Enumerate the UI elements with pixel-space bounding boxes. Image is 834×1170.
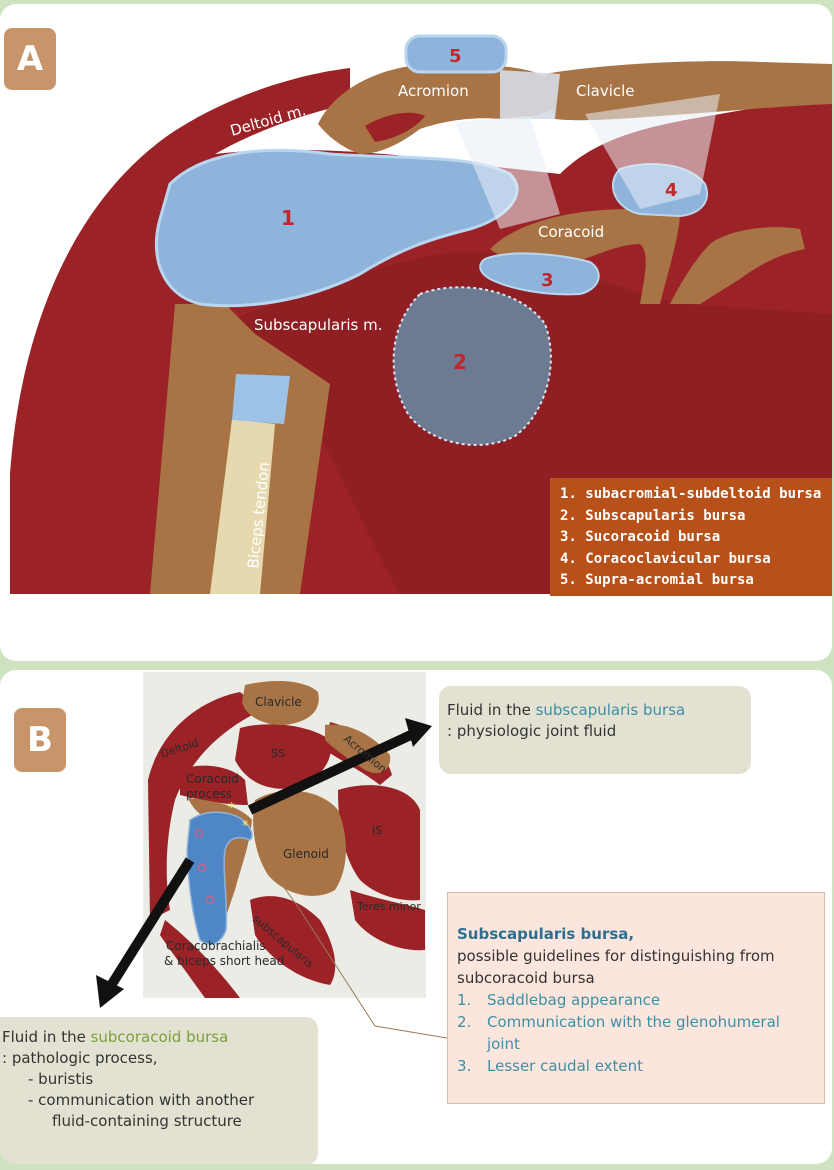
- subscapularis-muscle-b: [250, 896, 336, 985]
- bursa-legend: 1. subacromial-subdeltoid bursa 2. Subsc…: [550, 478, 832, 596]
- label-coracobrachialis-1: Coracobrachialis: [166, 939, 266, 953]
- subcoracoid-fluid-callout: Fluid in the subcoracoid bursa : patholo…: [0, 1017, 318, 1164]
- callout-prefix: Fluid in the: [2, 1028, 91, 1046]
- teres-minor-muscle: [350, 890, 425, 951]
- guidelines-subtitle: possible guidelines for distinguishing f…: [457, 947, 775, 965]
- bursa-fluid: [186, 811, 253, 946]
- subscapularis-fluid-callout: Fluid in the subscapularis bursa : physi…: [439, 686, 751, 774]
- bursa-number-5: 5: [449, 46, 462, 67]
- guideline-text: Saddlebag appearance: [487, 991, 661, 1009]
- marker-circle: [194, 828, 204, 838]
- glenoid-bone: [253, 790, 346, 896]
- arrow-head: [405, 718, 432, 747]
- label-teres-minor: Teres minor: [356, 900, 421, 913]
- callout-highlight: subscapularis bursa: [535, 701, 686, 719]
- guidelines-title: Subscapularis bursa,: [457, 925, 635, 943]
- guideline-item: 3. Lesser caudal extent: [457, 1055, 818, 1077]
- acromion-bone-b: [325, 724, 391, 774]
- bursa-1: [154, 148, 519, 308]
- clavicle-bone: [545, 61, 832, 121]
- marker-circle: [197, 863, 207, 873]
- acromion-notch: [365, 112, 425, 142]
- label-clavicle: Clavicle: [576, 82, 635, 100]
- guidelines-subtitle: subcoracoid bursa: [457, 969, 595, 987]
- scapula-bone: [670, 227, 805, 304]
- ac-joint: [500, 70, 560, 119]
- clavicle-bone-b: [242, 680, 319, 726]
- connector-line: [261, 855, 448, 1039]
- callout-line: Fluid in the subcoracoid bursa: [2, 1027, 318, 1048]
- legend-item: 1. subacromial-subdeltoid bursa: [560, 486, 822, 502]
- biceps-tendon-sheath: [232, 374, 290, 424]
- coracobrachialis-muscle: [160, 920, 240, 998]
- marker-circle: [205, 895, 215, 905]
- panel-a-letter: A: [4, 28, 56, 90]
- guideline-number: 3.: [457, 1057, 472, 1075]
- guideline-text-line: Communication with the glenohumeral: [487, 1013, 780, 1031]
- arrow-to-subcoracoid-callout: [107, 857, 195, 987]
- callout-line: : physiologic joint fluid: [447, 722, 617, 740]
- deltoid-muscle-b: [148, 692, 262, 920]
- label-glenoid: Glenoid: [283, 847, 329, 861]
- label-ss: SS: [271, 747, 285, 760]
- bursa-number-1: 1: [281, 206, 295, 230]
- guideline-text: Communication with the glenohumeral join…: [487, 1011, 780, 1055]
- callout-line: - buristis: [28, 1070, 94, 1088]
- legend-item: 3. Sucoracoid bursa: [560, 529, 721, 545]
- bursa-number-4: 4: [665, 180, 678, 201]
- guideline-item: 1. Saddlebag appearance: [457, 989, 818, 1011]
- guidelines-list: 1. Saddlebag appearance 2. Communication…: [457, 989, 818, 1077]
- shoulder-bursae-illustration: Acromion Clavicle Deltoid m. Coracoid Su…: [10, 34, 832, 594]
- ss-muscle: [235, 724, 331, 789]
- guideline-text: Lesser caudal extent: [487, 1057, 644, 1075]
- panel-a: Acromion Clavicle Deltoid m. Coracoid Su…: [0, 4, 832, 661]
- bursa-5: [404, 34, 508, 74]
- marker-asterisk: *: [242, 819, 249, 834]
- label-acromion: Acromion: [398, 82, 469, 100]
- guideline-item: 2. Communication with the glenohumeral j…: [457, 1011, 818, 1055]
- label-coracoid: Coracoid: [538, 223, 604, 241]
- callout-highlight: subcoracoid bursa: [90, 1028, 229, 1046]
- guidelines-box: Subscapularis bursa, possible guidelines…: [447, 892, 825, 1104]
- callout-line: fluid-containing structure: [52, 1112, 242, 1130]
- label-coracobrachialis-2: & biceps short head: [164, 954, 284, 968]
- callout-line: Fluid in the subscapularis bursa: [447, 700, 751, 721]
- sagittal-mri-diagram: * * Clavicle Deltoid Acromion SS Coracoi…: [96, 672, 448, 1039]
- bursa-number-2: 2: [453, 350, 467, 374]
- legend-item: 4. Coracoclavicular bursa: [560, 550, 771, 567]
- legend-item: 2. Subscapularis bursa: [560, 507, 746, 524]
- panel-b: * * Clavicle Deltoid Acromion SS Coracoi…: [0, 670, 832, 1164]
- is-muscle: [338, 785, 420, 901]
- callout-prefix: Fluid in the: [447, 701, 536, 719]
- guideline-text-line: joint: [487, 1035, 520, 1053]
- callout-line: - communication with another: [28, 1091, 255, 1109]
- arrow-to-subscapularis-callout: [247, 728, 418, 815]
- biceps-tendon: [210, 419, 275, 594]
- bursa-number-3: 3: [541, 270, 554, 291]
- guideline-number: 1.: [457, 991, 472, 1009]
- callout-line: : pathologic process,: [2, 1049, 158, 1067]
- label-clavicle-b: Clavicle: [255, 695, 302, 709]
- coracoclavicular-ligament: [585, 94, 720, 209]
- label-coracoid-process-2: process: [186, 787, 232, 801]
- guideline-number: 2.: [457, 1013, 472, 1031]
- coracoacromial-ligament: [455, 116, 560, 229]
- bursa-2: [392, 286, 552, 446]
- label-is: IS: [372, 824, 382, 837]
- coracoid-bone: [490, 209, 680, 304]
- panel-b-letter: B: [14, 708, 66, 772]
- bursa-3: [479, 252, 600, 296]
- legend-item: 5. Supra-acromial bursa: [560, 572, 754, 588]
- label-subscapularis: Subscapularis m.: [254, 316, 383, 334]
- coracoid-area-muscle: [180, 765, 248, 805]
- arrow-head: [96, 975, 124, 1008]
- label-coracoid-process-1: Coracoid: [186, 772, 239, 786]
- marker-asterisk: *: [228, 801, 235, 816]
